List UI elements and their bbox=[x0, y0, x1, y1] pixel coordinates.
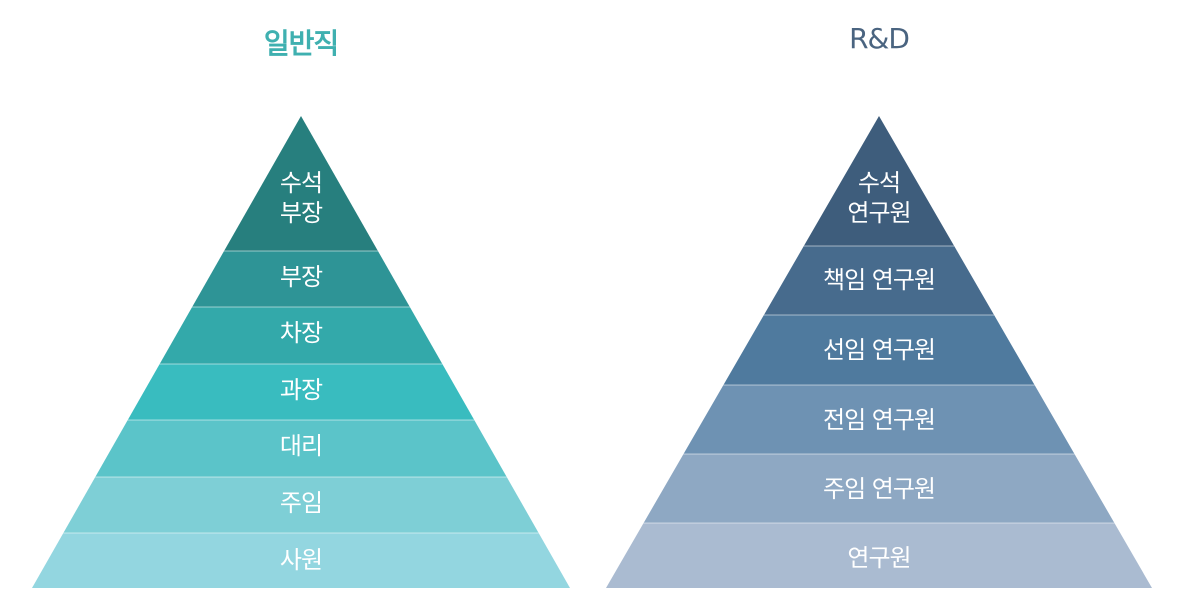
rnd-level-4-label: 전임 연구원 bbox=[822, 406, 936, 434]
rnd-level-1-label: 수석 연구원 bbox=[847, 168, 911, 228]
rnd-level-5-label: 주임 연구원 bbox=[822, 475, 936, 503]
general-pyramid bbox=[32, 116, 570, 588]
rnd-level-1-line2: 연구원 bbox=[847, 199, 911, 227]
general-level-2-label: 부장 bbox=[279, 263, 323, 291]
general-level-3-shape bbox=[159, 307, 443, 364]
rnd-track-title: R&D bbox=[849, 22, 910, 55]
general-level-6-shape bbox=[63, 477, 539, 533]
rnd-level-4-shape bbox=[683, 385, 1075, 454]
general-level-5-label: 대리 bbox=[279, 432, 323, 460]
general-level-2-shape bbox=[192, 251, 410, 307]
rnd-level-6-label: 연구원 bbox=[847, 544, 911, 572]
general-level-1-shape bbox=[224, 116, 378, 251]
rnd-level-5-shape bbox=[643, 454, 1115, 523]
rnd-level-3-label: 선임 연구원 bbox=[822, 336, 936, 364]
general-level-7-label: 사원 bbox=[279, 546, 323, 574]
rnd-level-1-shape bbox=[803, 116, 955, 246]
rnd-pyramid bbox=[606, 116, 1152, 588]
rnd-level-3-shape bbox=[723, 315, 1035, 385]
rnd-level-6-shape bbox=[606, 523, 1152, 588]
general-level-3-label: 차장 bbox=[279, 319, 323, 347]
general-level-1-line1: 수석 bbox=[279, 169, 323, 197]
rnd-level-2-shape bbox=[763, 246, 995, 315]
general-level-4-label: 과장 bbox=[279, 376, 323, 404]
general-level-7-shape bbox=[32, 533, 570, 588]
rnd-level-1-line1: 수석 bbox=[857, 169, 901, 197]
general-level-1-label: 수석 부장 bbox=[279, 168, 323, 228]
general-track-title: 일반직 bbox=[263, 27, 339, 60]
rnd-level-2-label: 책임 연구원 bbox=[822, 266, 936, 294]
general-level-4-shape bbox=[127, 364, 475, 420]
general-level-6-label: 주임 bbox=[279, 489, 323, 517]
general-level-5-shape bbox=[95, 420, 507, 477]
general-level-1-line2: 부장 bbox=[279, 199, 323, 227]
